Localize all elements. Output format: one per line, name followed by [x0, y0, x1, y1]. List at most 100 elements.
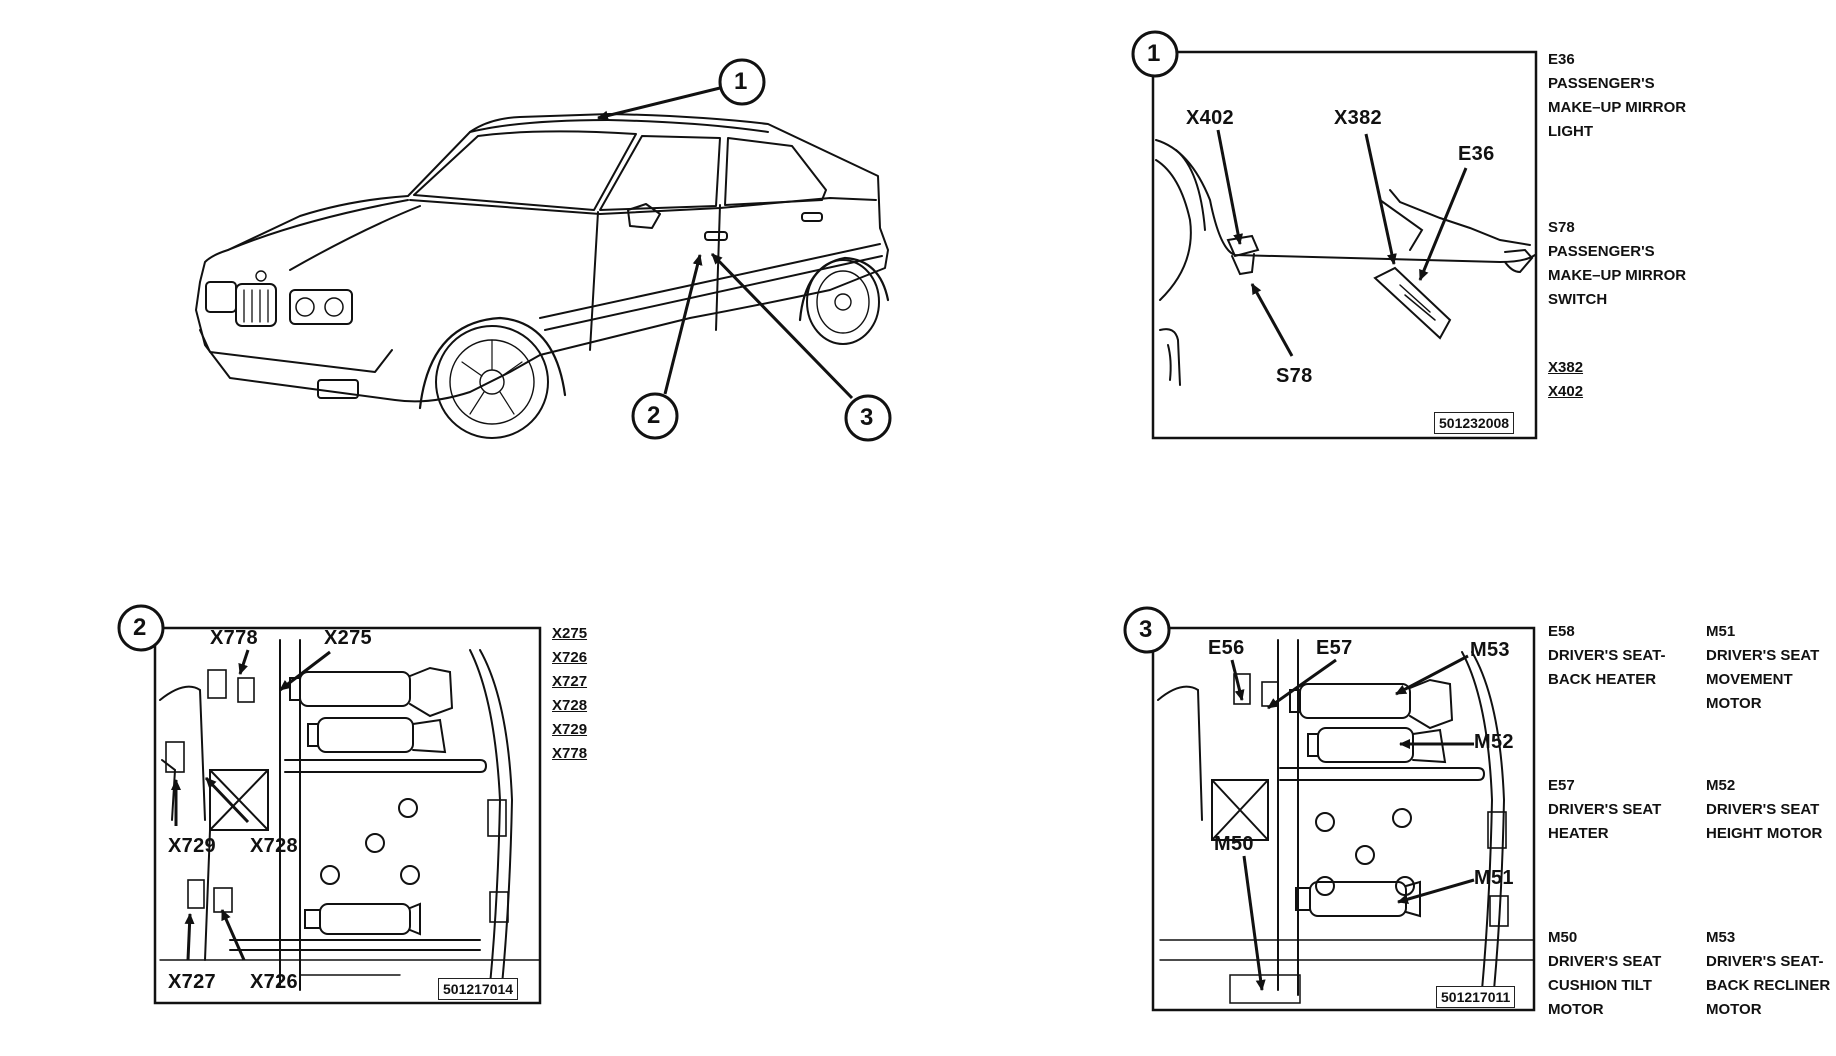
- panel2-connector-refs: X275 X726 X727 X728 X729 X778: [552, 622, 587, 766]
- car-windshield: [413, 130, 637, 211]
- label-x778: X778: [210, 627, 258, 649]
- caption-m50-code: M50: [1548, 929, 1578, 946]
- panel2-frame: [117, 604, 542, 1005]
- callout-2-label: 2: [647, 402, 661, 429]
- car-roof: [469, 119, 769, 133]
- callout-1-arrow: [597, 86, 721, 121]
- car-hood-line: [227, 199, 421, 271]
- caption-m53-line: BACK RECLINER: [1706, 977, 1831, 994]
- ref-x728: X728: [552, 697, 588, 714]
- car-front-door-handle: [704, 231, 728, 241]
- caption-e57: E57 DRIVER'S SEAT HEATER: [1548, 774, 1661, 846]
- car-grille: [235, 283, 277, 327]
- caption-e36-code: E36: [1548, 51, 1575, 68]
- caption-m52-line: DRIVER'S SEAT: [1706, 801, 1820, 818]
- p3-motor-top: [1299, 683, 1411, 719]
- callout-1-label: 1: [734, 68, 748, 95]
- callout-3-arrow: [710, 252, 854, 400]
- panel3-frame: [1123, 606, 1536, 1012]
- callout-1-circle: [718, 58, 766, 106]
- p3-motor-bottom: [1309, 881, 1407, 917]
- caption-m50: M50 DRIVER'S SEAT CUSHION TILT MOTOR: [1548, 926, 1661, 1022]
- label-m53: M53: [1470, 639, 1510, 661]
- label-m50: M50: [1214, 833, 1254, 855]
- panel3-figure-code: 501217011: [1436, 986, 1516, 1008]
- caption-m51: M51 DRIVER'S SEAT MOVEMENT MOTOR: [1706, 620, 1819, 716]
- car-headlight-right: [289, 289, 353, 325]
- car-rear-wheel: [798, 256, 890, 345]
- car-beltline: [409, 197, 877, 215]
- car-door-line-rear: [715, 204, 721, 331]
- caption-s78-code: S78: [1548, 219, 1575, 236]
- label-e57: E57: [1316, 637, 1353, 659]
- callout-2-arrow: [663, 254, 703, 395]
- caption-e36-line: PASSENGER'S: [1548, 75, 1655, 92]
- car-fog-light: [317, 379, 359, 399]
- ref-x727: X727: [552, 673, 588, 690]
- panel2-callout-number: 2: [133, 614, 147, 641]
- car-side-mirror: [627, 203, 661, 229]
- car-badge: [255, 270, 267, 282]
- panel2-arrows: [171, 649, 331, 961]
- caption-s78-line: SWITCH: [1548, 291, 1608, 308]
- label-m51: M51: [1474, 867, 1514, 889]
- panel3-callout-circle: [1123, 606, 1171, 654]
- caption-e36-line: LIGHT: [1548, 123, 1593, 140]
- caption-m52-code: M52: [1706, 777, 1736, 794]
- car-side-molding: [539, 243, 881, 319]
- panel1-callout-number: 1: [1147, 40, 1161, 67]
- ref-x275: X275: [552, 625, 588, 642]
- caption-s78-line: MAKE–UP MIRROR: [1548, 267, 1687, 284]
- label-x727: X727: [168, 971, 216, 993]
- caption-m53-code: M53: [1706, 929, 1736, 946]
- label-e36: E36: [1458, 143, 1495, 165]
- panel3-arrows: [1230, 654, 1475, 991]
- car-rear-window: [724, 137, 827, 206]
- caption-m53-line: MOTOR: [1706, 1001, 1762, 1018]
- label-x275: X275: [324, 627, 372, 649]
- car-front-wheel: [418, 316, 567, 439]
- car-front-bumper: [199, 329, 393, 373]
- label-s78: S78: [1276, 365, 1313, 387]
- car-side-molding-2: [544, 255, 883, 331]
- caption-m53-line: DRIVER'S SEAT-: [1706, 953, 1824, 970]
- callout-3-label: 3: [860, 404, 874, 431]
- caption-e57-line: DRIVER'S SEAT: [1548, 801, 1662, 818]
- panel1-arrows: [1216, 129, 1468, 357]
- caption-e36-line: MAKE–UP MIRROR: [1548, 99, 1687, 116]
- panel2-callout-circle: [117, 604, 165, 652]
- car-illustration: [195, 113, 890, 439]
- label-x402: X402: [1186, 107, 1234, 129]
- caption-e57-code: E57: [1548, 777, 1575, 794]
- callout-3-circle: [844, 394, 892, 442]
- car-body-outline: [195, 113, 889, 403]
- caption-e58-line: DRIVER'S SEAT-: [1548, 647, 1666, 664]
- caption-m52: M52 DRIVER'S SEAT HEIGHT MOTOR: [1706, 774, 1822, 846]
- caption-e36: E36 PASSENGER'S MAKE–UP MIRROR LIGHT: [1548, 48, 1686, 144]
- caption-s78: S78 PASSENGER'S MAKE–UP MIRROR SWITCH: [1548, 216, 1686, 312]
- caption-m52-line: HEIGHT MOTOR: [1706, 825, 1823, 842]
- label-m52: M52: [1474, 731, 1514, 753]
- car-front-window: [599, 135, 721, 211]
- caption-m51-line: MOTOR: [1706, 695, 1762, 712]
- p2-motor-mid: [317, 717, 414, 753]
- panel1-frame: [1131, 30, 1538, 440]
- panel3-callout-number: 3: [1139, 616, 1153, 643]
- switch-body: [1226, 234, 1260, 258]
- ref-x778: X778: [552, 745, 588, 762]
- panel1-drawing: [1155, 139, 1536, 386]
- panel2-figure-code: 501217014: [438, 978, 519, 1000]
- panel1-callout-circle: [1131, 30, 1179, 78]
- caption-m51-line: MOVEMENT: [1706, 671, 1793, 688]
- callout-2-circle: [631, 392, 679, 440]
- caption-m53: M53 DRIVER'S SEAT- BACK RECLINER MOTOR: [1706, 926, 1830, 1022]
- caption-m50-line: CUSHION TILT: [1548, 977, 1652, 994]
- panel1-figure-code: 501232008: [1434, 412, 1515, 434]
- label-x728: X728: [250, 835, 298, 857]
- caption-e58-code: E58: [1548, 623, 1575, 640]
- car-headlight-left: [205, 281, 237, 313]
- car-door-line-front: [589, 211, 599, 351]
- panel2-drawing: [159, 639, 541, 991]
- caption-m50-line: MOTOR: [1548, 1001, 1604, 1018]
